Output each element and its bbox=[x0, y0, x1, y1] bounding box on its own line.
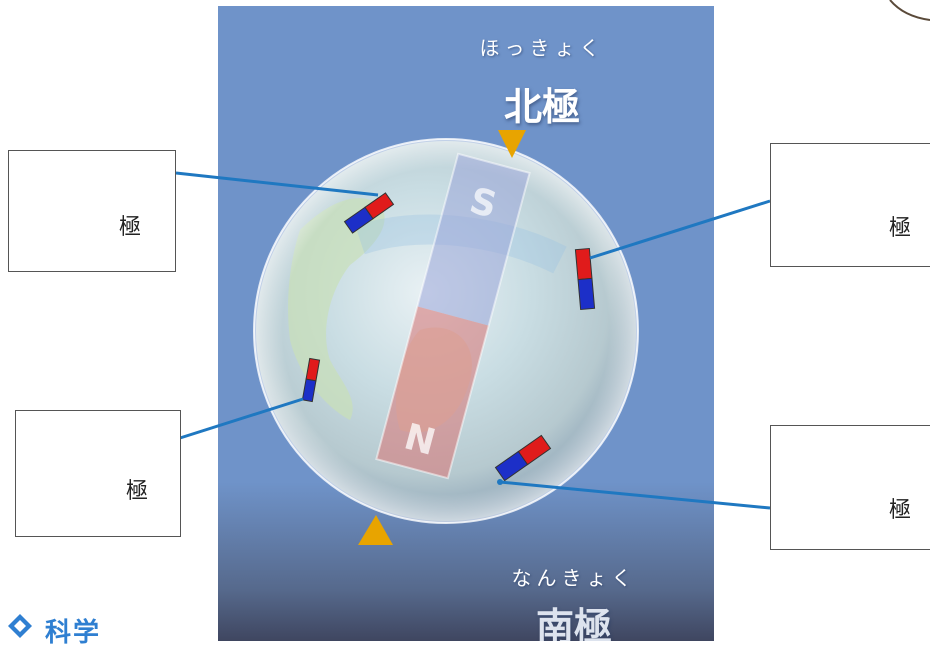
answer-box-label: 極 bbox=[889, 216, 912, 241]
corner-circle-fragment bbox=[889, 0, 930, 21]
answer-box-label: 極 bbox=[119, 215, 142, 240]
leader-line-bottom-left bbox=[179, 397, 304, 440]
compass-needle-bottom-left bbox=[301, 357, 321, 403]
south-marker-triangle bbox=[358, 515, 393, 545]
answer-box-bottom-left[interactable]: 極 bbox=[15, 410, 181, 537]
compass-needle-top-left bbox=[343, 192, 395, 234]
answer-box-label: 極 bbox=[126, 479, 149, 504]
answer-box-top-right[interactable]: 極 bbox=[770, 143, 930, 267]
answer-box-label: 極 bbox=[889, 498, 912, 523]
logo-text: 科学 bbox=[45, 618, 102, 648]
north-pole-label: 北極 bbox=[503, 85, 580, 129]
logo-diamond-icon bbox=[8, 614, 32, 638]
leader-dot bbox=[497, 479, 503, 485]
leader-line-top-right bbox=[589, 199, 771, 260]
south-pole-reading: なんきょく bbox=[511, 566, 637, 590]
leader-line-bottom-right bbox=[499, 480, 771, 510]
bar-magnet: S N bbox=[375, 152, 531, 480]
magnet-s-half bbox=[417, 153, 530, 326]
answer-box-top-left[interactable]: 極 bbox=[8, 150, 176, 272]
magnet-n-half bbox=[376, 306, 489, 479]
compass-needle-bottom-right bbox=[494, 434, 552, 482]
north-pole-reading: ほっきょく bbox=[479, 36, 605, 60]
leader-line-top-left bbox=[175, 171, 379, 197]
compass-needle-top-right bbox=[574, 247, 596, 311]
north-marker-triangle bbox=[498, 130, 526, 158]
south-pole-label: 南極 bbox=[535, 605, 612, 641]
answer-box-bottom-right[interactable]: 極 bbox=[770, 425, 930, 550]
magnet-outline bbox=[375, 152, 531, 480]
